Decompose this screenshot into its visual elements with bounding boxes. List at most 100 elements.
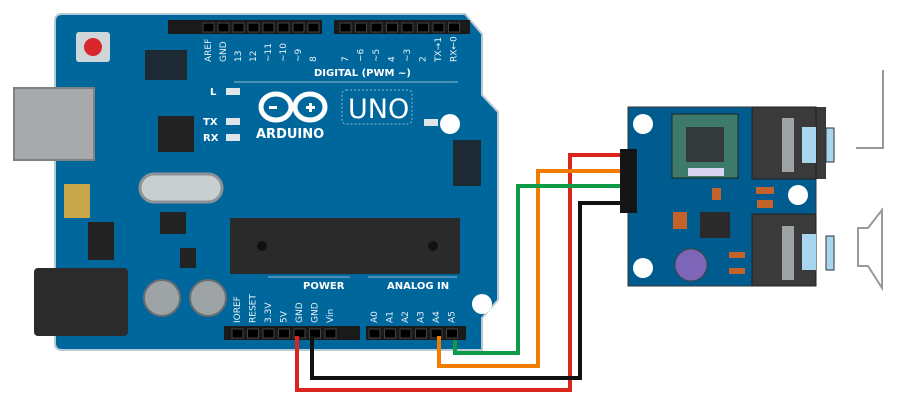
pin-label: A3 [417, 311, 427, 323]
pin-label: 12 [249, 51, 259, 62]
fuse [64, 184, 90, 218]
header-pin[interactable] [368, 328, 381, 339]
header-pin[interactable] [399, 328, 412, 339]
header-pin[interactable] [324, 328, 337, 339]
headphone-icon [856, 70, 884, 149]
pin-label: 3.3V [264, 302, 274, 323]
arduino-uno-board: L TX RX ON ARDUINO UNO DIGITAL (PWM ~) P… [13, 13, 499, 351]
atmega-chip [230, 218, 460, 274]
header-pin[interactable] [415, 328, 427, 339]
header-pin[interactable] [278, 328, 290, 339]
pin-label: RX←0 [450, 36, 460, 62]
jack-contact [825, 235, 835, 271]
usb-chip [158, 116, 194, 152]
pin-label: 5V [280, 310, 290, 323]
resistor [756, 187, 774, 194]
voltage-regulator [88, 222, 114, 260]
header-pin[interactable] [217, 22, 230, 33]
wire-a4 [437, 169, 630, 368]
pin-label: ~9 [294, 48, 304, 62]
header-pin[interactable] [386, 22, 398, 33]
header-pin[interactable] [355, 22, 367, 33]
jack-contact [782, 226, 794, 280]
header-pin[interactable] [448, 22, 460, 33]
header-pin[interactable] [262, 328, 275, 339]
pin-label: GND [219, 41, 229, 62]
pin-label: 2 [419, 56, 429, 62]
header-pin[interactable] [430, 328, 443, 339]
uno-badge [341, 89, 413, 125]
pin-label: IOREF [233, 296, 243, 323]
pin-label: A0 [370, 311, 380, 323]
jack-contact [782, 118, 794, 172]
wire-5v [295, 153, 630, 392]
header-pin[interactable] [309, 328, 321, 339]
header-pin[interactable] [370, 22, 383, 33]
pin-label: 13 [234, 51, 244, 62]
mounting-hole [633, 114, 653, 134]
capacitor [143, 279, 181, 317]
chip-notch [428, 241, 438, 251]
capacitor [673, 212, 687, 229]
header-pin[interactable] [262, 22, 275, 33]
regulator-chip [160, 212, 186, 234]
header-pin[interactable] [384, 328, 396, 339]
header-pin[interactable] [231, 328, 244, 339]
header-pin[interactable] [247, 328, 259, 339]
header-pin[interactable] [307, 22, 320, 33]
pin-label: A5 [448, 311, 458, 323]
pin-label: 8 [309, 56, 319, 62]
brand-label: ARDUINO [256, 127, 324, 142]
header-pin[interactable] [432, 22, 445, 33]
pin-label: AREF [204, 39, 214, 62]
led-label-l: L [210, 87, 217, 98]
wires [295, 153, 630, 392]
jack-contact [825, 127, 835, 163]
header-pin[interactable] [292, 22, 305, 33]
pin-label: GND [311, 302, 321, 323]
header-pin[interactable] [401, 22, 414, 33]
header-pin[interactable] [247, 22, 260, 33]
decoder-chip [686, 127, 724, 162]
led-l [226, 88, 240, 95]
pin-label: Vin [326, 309, 336, 323]
label-pad [688, 168, 724, 176]
header-pin[interactable] [339, 22, 352, 33]
resistor [757, 200, 773, 208]
header-pin[interactable] [293, 328, 306, 339]
wire-a5 [453, 184, 630, 355]
led-tx [226, 118, 240, 125]
power-jack [34, 268, 128, 336]
pin-label: ~6 [357, 48, 367, 62]
led-rx [226, 134, 240, 141]
pin-label: ~3 [403, 49, 413, 62]
header-pin[interactable] [202, 22, 215, 33]
header-pin[interactable] [277, 22, 290, 33]
icsp-header-2 [453, 140, 481, 186]
chip-notch [257, 241, 267, 251]
header-pin[interactable] [446, 328, 458, 339]
pin-label: A2 [401, 311, 411, 323]
resistor [712, 188, 721, 200]
model-label: UNO [348, 94, 409, 125]
arduino-logo [258, 91, 328, 123]
led-label-rx: RX [203, 133, 219, 144]
wire-gnd [310, 201, 630, 380]
smd-chip [180, 248, 196, 268]
pin-label: GND [295, 302, 305, 323]
microphone [674, 248, 708, 282]
header-pin[interactable] [417, 22, 429, 33]
header-pin[interactable] [232, 22, 245, 33]
pin-label: ~5 [372, 49, 382, 62]
speaker-icon [857, 207, 883, 292]
pin-label: RESET [249, 294, 259, 323]
pin-label: TX→1 [434, 37, 444, 63]
usb-port [13, 87, 95, 161]
jack-contact [802, 234, 816, 270]
pin-label: A1 [386, 311, 396, 323]
resistor [729, 252, 745, 258]
mounting-hole [633, 258, 653, 278]
led-label-tx: TX [203, 117, 218, 128]
pin-label: ~11 [264, 43, 274, 62]
